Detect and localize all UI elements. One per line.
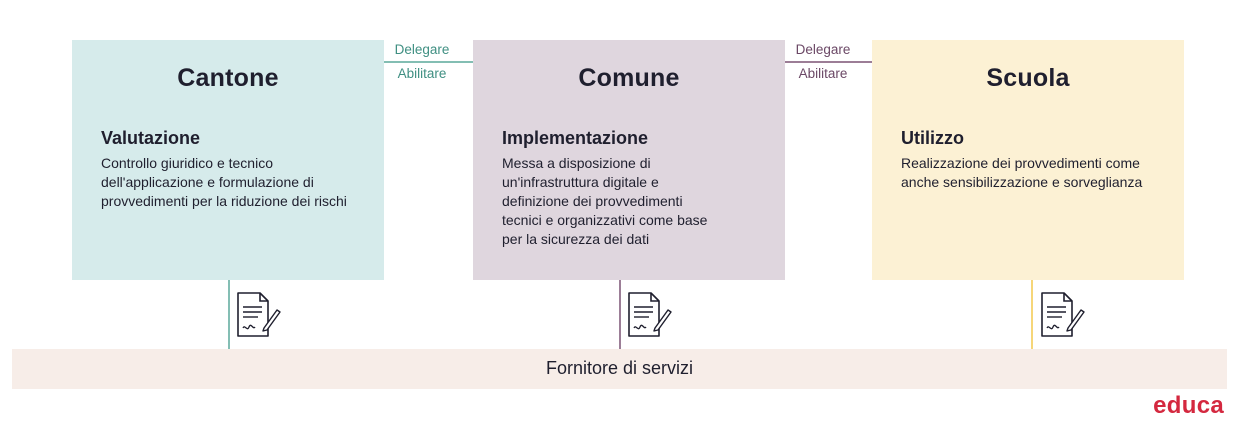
document-signed-icon bbox=[1041, 292, 1085, 337]
box-subtitle: Implementazione bbox=[502, 128, 649, 148]
box-title: Scuola bbox=[986, 64, 1070, 92]
box-title: Cantone bbox=[177, 64, 279, 92]
box-scuola: Scuola Utilizzo Realizzazione dei provve… bbox=[872, 40, 1184, 280]
educa-logo: educa bbox=[1153, 392, 1224, 419]
document-signed-icon bbox=[237, 292, 281, 337]
box-comune: Comune Implementazione Messa a disposizi… bbox=[473, 40, 785, 280]
service-provider-band: Fornitore di servizi bbox=[12, 349, 1227, 389]
box-subtitle: Valutazione bbox=[101, 128, 201, 148]
document-signed-icon bbox=[628, 292, 672, 337]
box-title: Comune bbox=[578, 64, 680, 92]
box-description: Messa a disposizione di un'infrastruttur… bbox=[502, 155, 708, 247]
box-description: Realizzazione dei provvedimenti come anc… bbox=[901, 155, 1143, 190]
box-cantone: Cantone Valutazione Controllo giuridico … bbox=[72, 40, 384, 280]
arrow-label-abilitare-2: Abilitare bbox=[798, 66, 848, 81]
box-description: Controllo giuridico e tecnico dell'appli… bbox=[101, 155, 347, 209]
arrow-label-abilitare-1: Abilitare bbox=[397, 66, 447, 81]
service-provider-label: Fornitore di servizi bbox=[545, 358, 694, 378]
box-subtitle: Utilizzo bbox=[901, 128, 964, 148]
arrow-label-delegare-1: Delegare bbox=[394, 42, 450, 57]
arrow-label-delegare-2: Delegare bbox=[795, 42, 851, 57]
